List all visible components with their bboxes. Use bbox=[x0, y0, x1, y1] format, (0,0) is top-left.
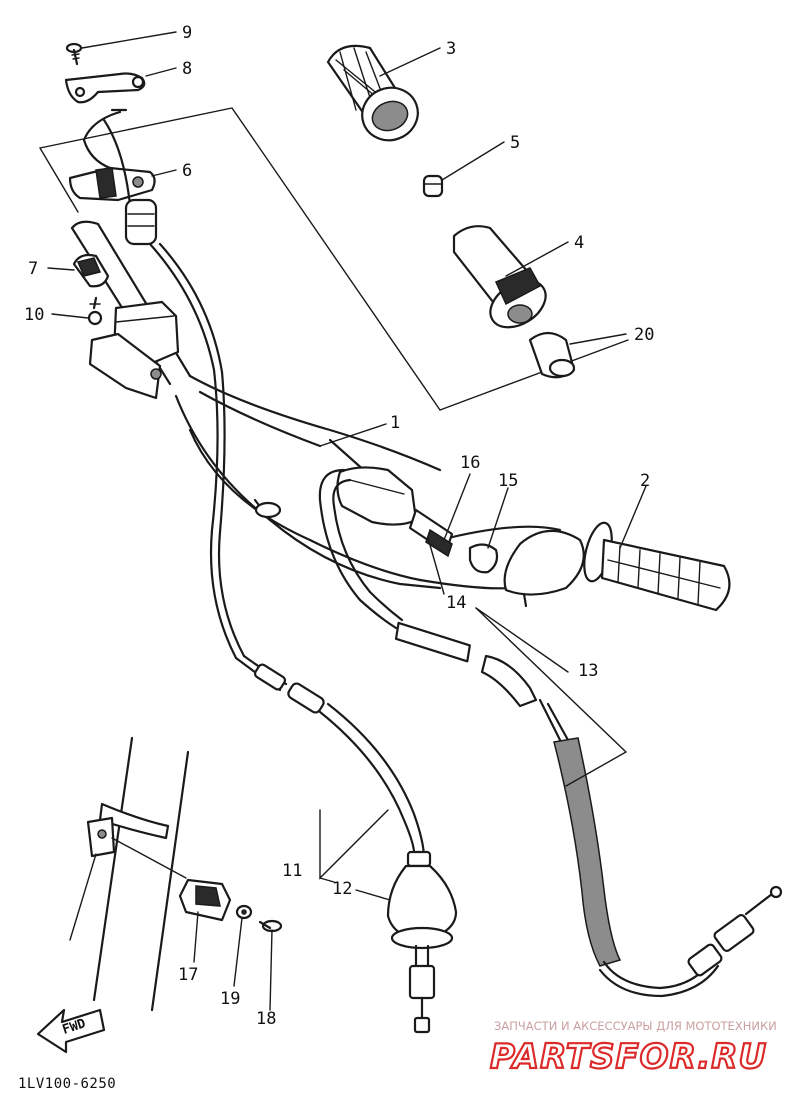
callout-1: 1 bbox=[390, 413, 400, 433]
callout-5: 5 bbox=[510, 133, 520, 153]
clutch-cable bbox=[318, 468, 783, 998]
callout-7: 7 bbox=[28, 259, 38, 279]
fwd-label: FWD bbox=[61, 1016, 88, 1038]
callout-8: 8 bbox=[182, 59, 192, 79]
part-7-holder bbox=[72, 253, 110, 288]
callout-16: 16 bbox=[460, 453, 480, 473]
part-3-grip bbox=[326, 44, 419, 142]
part-6-throttle-housing bbox=[68, 166, 156, 202]
callout-9: 9 bbox=[182, 23, 192, 43]
exploded-bracket-left bbox=[39, 107, 629, 411]
part-5-collar bbox=[422, 174, 444, 198]
part-12-cable-joint bbox=[386, 850, 458, 1034]
callout-4: 4 bbox=[574, 233, 584, 253]
watermark-caption: ЗАПЧАСТИ И АКСЕССУАРЫ ДЛЯ МОТОТЕХНИКИ bbox=[494, 1019, 777, 1033]
throttle-cable-upper bbox=[82, 108, 158, 246]
callout-19: 19 bbox=[220, 989, 240, 1009]
watermark-brand: PARTSFOR.RU bbox=[490, 1037, 767, 1077]
part-17-cable-guide bbox=[178, 878, 232, 922]
callout-13: 13 bbox=[578, 661, 598, 681]
callout-11: 11 bbox=[282, 861, 302, 881]
callout-3: 3 bbox=[446, 39, 456, 59]
diagram-code: 1LV100-6250 bbox=[18, 1076, 116, 1092]
switch-housing bbox=[88, 300, 180, 400]
callout-20: 20 bbox=[634, 325, 654, 345]
watermark: ЗАПЧАСТИ И АКСЕССУАРЫ ДЛЯ МОТОТЕХНИКИ PA… bbox=[489, 1019, 777, 1078]
callout-17: 17 bbox=[178, 965, 198, 985]
part-18-screw bbox=[258, 919, 283, 933]
part-20-bushing bbox=[528, 331, 576, 379]
callout-14: 14 bbox=[446, 593, 466, 613]
part-9-screw bbox=[65, 42, 83, 66]
part-19-washer bbox=[235, 904, 253, 920]
part-4-throttle-tube bbox=[452, 225, 547, 329]
callout-6: 6 bbox=[182, 161, 192, 181]
callout-10: 10 bbox=[24, 305, 44, 325]
callout-labels: 9 8 3 6 5 4 7 10 20 1 16 15 2 14 13 11 1… bbox=[24, 23, 654, 1029]
part-2-grip bbox=[583, 521, 731, 612]
fwd-arrow: FWD bbox=[36, 1008, 106, 1054]
leader-lines bbox=[47, 31, 647, 1011]
callout-12: 12 bbox=[332, 879, 352, 899]
part-8-lever-holder bbox=[64, 72, 146, 104]
callout-18: 18 bbox=[256, 1009, 276, 1029]
part-10-bolt bbox=[87, 296, 103, 326]
fork-tube bbox=[86, 736, 190, 1012]
throttle-cable bbox=[148, 242, 426, 860]
callout-2: 2 bbox=[640, 471, 650, 491]
callout-15: 15 bbox=[498, 471, 518, 491]
